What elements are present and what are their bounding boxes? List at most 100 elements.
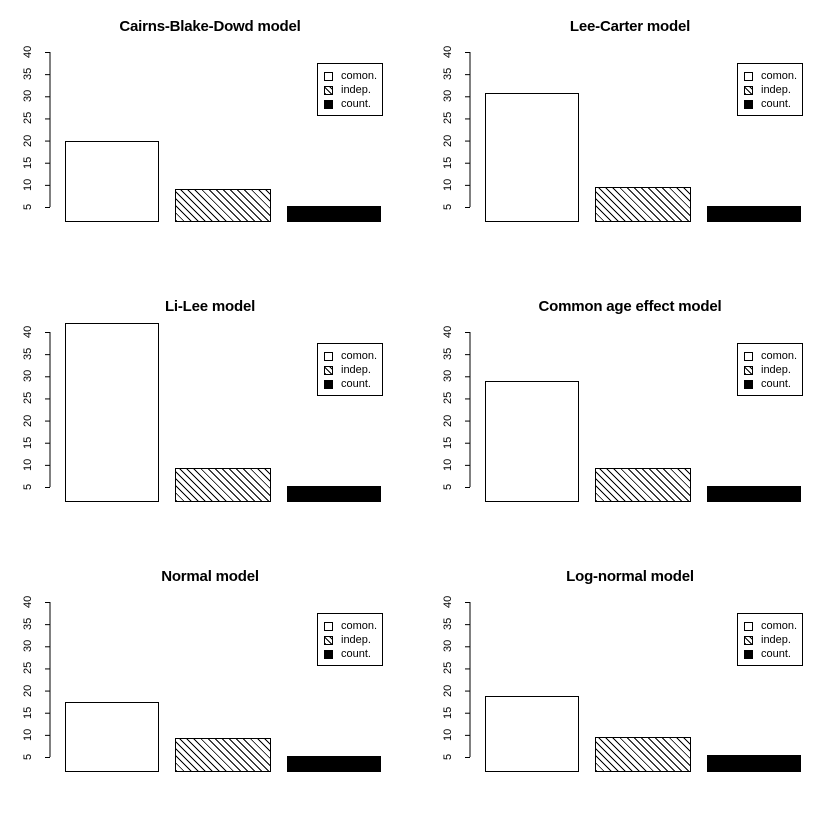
y-tick-label: 25 [442, 112, 454, 125]
bar [175, 189, 271, 222]
legend-label: count. [761, 647, 791, 660]
bar [707, 755, 801, 772]
y-tick-label: 30 [22, 90, 34, 103]
legend-item: indep. [744, 83, 795, 97]
bar [175, 737, 271, 772]
legend-item: indep. [324, 363, 375, 377]
y-tick-label: 15 [442, 706, 454, 719]
legend-label: count. [341, 97, 371, 110]
bar [707, 206, 801, 222]
y-axis [465, 602, 471, 758]
bar [287, 485, 381, 502]
y-tick-label: 35 [442, 68, 454, 81]
y-tick-label: 5 [22, 483, 34, 491]
legend-label: comon. [341, 619, 378, 632]
plot-area: 5 10 15 20 25 30 35 40 comon.indep.count. [420, 0, 840, 273]
chart-legend: comon.indep.count. [317, 613, 383, 666]
y-tick-label: 15 [442, 156, 454, 169]
y-tick-label: 15 [22, 156, 34, 169]
chart-legend: comon.indep.count. [317, 63, 383, 116]
y-tick-label: 20 [22, 134, 34, 147]
bar [175, 467, 271, 502]
y-tick-label: 40 [22, 595, 34, 609]
y-tick-label: 35 [442, 618, 454, 631]
bar [65, 323, 159, 502]
legend-swatch-black-icon [324, 379, 333, 389]
y-tick-label: 20 [442, 684, 454, 697]
y-axis [45, 602, 51, 758]
legend-swatch-black-icon [744, 649, 753, 659]
legend-item: indep. [324, 83, 375, 97]
legend-label: indep. [761, 633, 791, 646]
y-tick-label: 20 [442, 414, 454, 427]
panel-title: Normal model [161, 568, 259, 585]
legend-swatch-white-icon [744, 621, 753, 631]
y-tick-label: 20 [22, 414, 34, 427]
legend-item: indep. [744, 633, 795, 647]
legend-label: comon. [761, 349, 798, 362]
legend-item: comon. [744, 69, 797, 83]
y-tick-label: 10 [442, 458, 454, 471]
legend-item: count. [324, 377, 375, 391]
y-tick-label: 25 [22, 392, 34, 405]
legend-swatch-black-icon [744, 99, 753, 109]
legend-label: count. [761, 377, 791, 390]
y-tick-label: 30 [442, 640, 454, 653]
legend-item: comon. [744, 349, 798, 363]
legend-swatch-hatch-icon [324, 365, 333, 375]
y-tick-label: 20 [442, 134, 454, 147]
legend-item: count. [324, 647, 375, 661]
bar [595, 467, 691, 502]
legend-item: count. [744, 647, 795, 661]
y-tick-label: 10 [22, 178, 34, 191]
legend-label: indep. [761, 363, 791, 376]
legend-label: comon. [761, 619, 798, 632]
bar [485, 380, 579, 502]
legend-item: comon. [324, 69, 377, 83]
legend-item: count. [324, 97, 375, 111]
y-tick-label: 25 [442, 662, 454, 675]
legend-swatch-white-icon [324, 71, 333, 81]
chart-legend: comon.indep.count. [737, 613, 803, 666]
bar [485, 92, 579, 222]
y-tick-label: 5 [442, 203, 454, 211]
y-tick-label: 10 [22, 728, 34, 741]
y-tick-label: 15 [22, 436, 34, 449]
y-tick-label: 30 [22, 370, 34, 383]
legend-swatch-white-icon [744, 71, 753, 81]
bar [595, 187, 691, 222]
y-tick-label: 40 [442, 45, 454, 59]
y-tick-label: 5 [22, 753, 34, 761]
legend-item: indep. [744, 363, 795, 377]
y-axis [45, 332, 51, 488]
y-tick-label: 10 [442, 178, 454, 191]
chart-panel: Lee-Carter model 5 10 15 20 25 30 35 40 comon.ind… [420, 0, 840, 273]
legend-label: indep. [341, 633, 371, 646]
y-tick-label: 25 [22, 112, 34, 125]
y-tick-label: 40 [442, 325, 454, 339]
legend-swatch-white-icon [324, 621, 333, 631]
legend-item: comon. [324, 349, 377, 363]
y-tick-label: 30 [22, 640, 34, 653]
legend-label: count. [761, 97, 791, 110]
y-tick-label: 30 [442, 90, 454, 103]
bar [65, 140, 159, 222]
legend-swatch-hatch-icon [744, 635, 753, 645]
y-tick-label: 30 [442, 370, 454, 383]
y-tick-label: 40 [442, 595, 454, 609]
panel-title: Lee-Carter model [569, 18, 691, 35]
y-tick-label: 20 [22, 684, 34, 697]
panel-title: Common age effect model [538, 298, 722, 315]
bar [65, 701, 159, 772]
y-tick-label: 35 [22, 68, 34, 81]
chart-legend: comon.indep.count. [317, 343, 383, 396]
y-tick-label: 15 [22, 706, 34, 719]
y-tick-label: 10 [22, 458, 34, 471]
